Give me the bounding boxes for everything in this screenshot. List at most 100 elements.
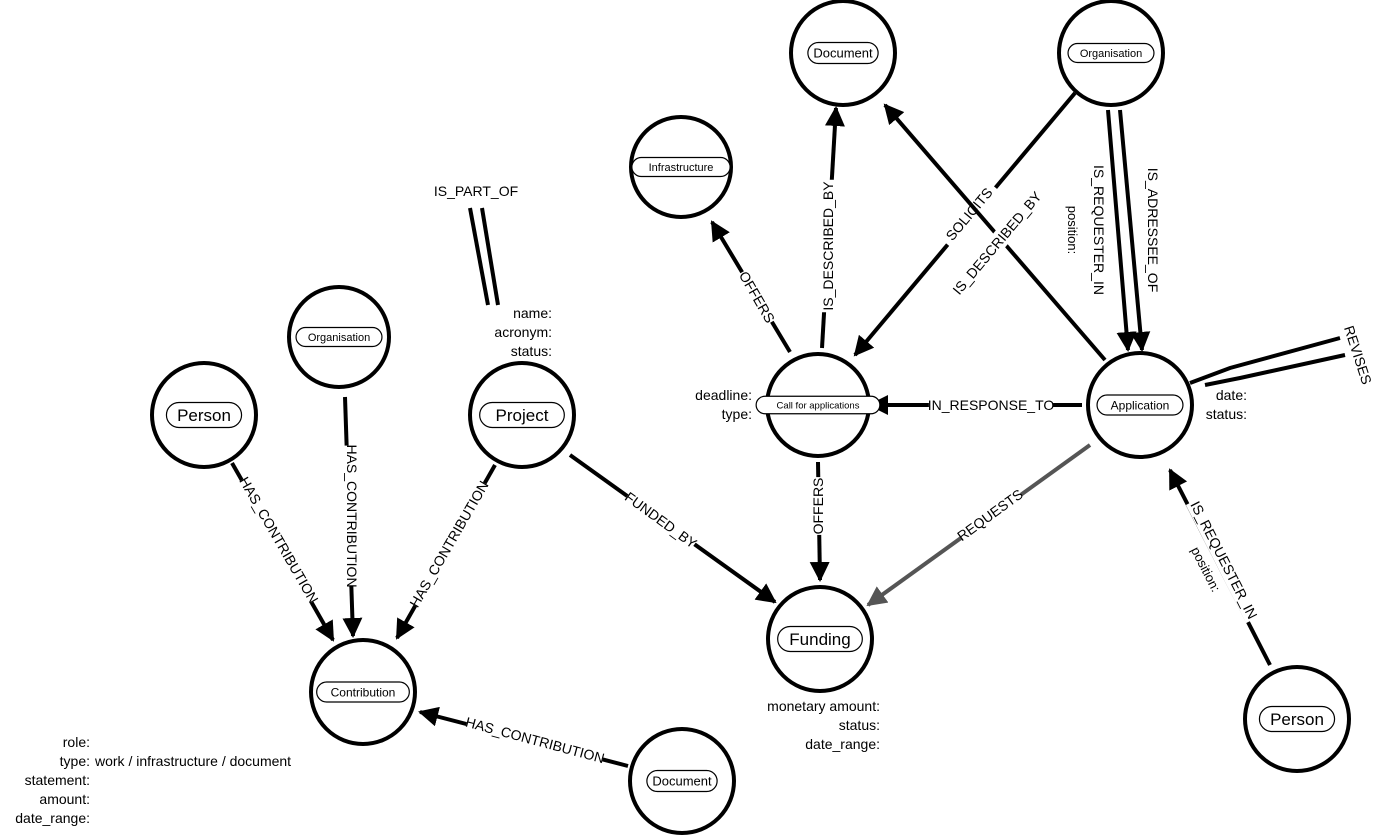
property-label: type: <box>60 753 90 769</box>
edge-label-bg <box>1185 496 1263 624</box>
edge-in-response-to[interactable]: IN_RESPONSE_TO <box>868 395 1082 415</box>
node-label-pill <box>1096 394 1184 416</box>
edge-label-bg <box>809 477 827 535</box>
node-label: Infrastructure <box>649 162 714 174</box>
property-label: date: <box>1216 387 1247 403</box>
edge-label-bg <box>622 488 700 552</box>
edge-label: HAS_CONTRIBUTION <box>236 474 321 606</box>
edge-label: IS_DESCRIBED_BY <box>820 181 836 311</box>
node-label-pill <box>479 401 565 429</box>
edge-property: position: <box>1065 206 1080 254</box>
edge-revises[interactable]: REVISES <box>1189 324 1375 387</box>
node-label: Contribution <box>331 685 396 699</box>
node-person-right[interactable]: Person <box>1243 665 1351 773</box>
properties-funding: monetary amount: status: date_range: <box>767 698 880 752</box>
edge-label-bg <box>938 179 1000 249</box>
node-label-pill <box>1258 705 1336 733</box>
edge-label: OFFERS <box>736 268 778 325</box>
edge-label-bg <box>406 478 492 610</box>
edge-is-described-by[interactable]: IS_DESCRIBED_BY <box>819 106 845 349</box>
node-project[interactable]: Project <box>468 361 576 469</box>
edge-label: IS_REQUESTER_IN <box>1091 165 1107 295</box>
properties-call: deadline: type: <box>695 387 752 422</box>
edge-label-bg <box>819 179 837 313</box>
edge-label-bg <box>464 713 606 767</box>
node-person-left[interactable]: Person <box>150 361 258 469</box>
node-label-pill <box>807 41 879 65</box>
edge-line <box>1118 109 1151 352</box>
edge-label: REQUESTS <box>954 486 1026 544</box>
node-organisation-top[interactable]: Organisation <box>1057 0 1165 107</box>
edge-has-contribution[interactable]: HAS_CONTRIBUTION <box>342 396 363 638</box>
edge-label-bg <box>1144 167 1162 293</box>
edge-is-adressee-of[interactable]: IS_ADRESSEE_OF <box>1118 109 1162 352</box>
property-label: status: <box>1206 406 1247 422</box>
edge-is-requester-in[interactable]: IS_REQUESTER_IN position: <box>1065 109 1137 352</box>
properties-application: date: status: <box>1206 387 1247 422</box>
node-label-pill <box>316 681 410 703</box>
property-label: date_range: <box>15 810 90 826</box>
property-value: work / infrastructure / document <box>94 753 291 769</box>
edge-label-bg <box>236 474 322 606</box>
edge-label-bg <box>1090 163 1108 297</box>
node-funding[interactable]: Funding <box>766 585 874 693</box>
edge-label: OFFERS <box>810 478 826 535</box>
property-label: monetary amount: <box>767 698 880 714</box>
edge-label: IS_PART_OF <box>434 183 518 199</box>
node-label-pill <box>646 769 718 793</box>
properties-project: name:acronym:status: <box>494 305 552 359</box>
edge-funded-by[interactable]: FUNDED_BY <box>568 453 777 604</box>
node-label-pill <box>165 401 243 429</box>
edge-label-bg <box>734 267 780 327</box>
node-label: Project <box>496 406 549 425</box>
edge-label: HAS_CONTRIBUTION <box>464 714 606 766</box>
node-label-pill <box>1067 42 1155 64</box>
node-label: Call for applications <box>777 400 860 411</box>
node-label: Funding <box>789 630 850 649</box>
property-label: acronym: <box>494 324 552 340</box>
property-label: role: <box>63 734 90 750</box>
node-label-pill <box>755 395 881 415</box>
edge-offers[interactable]: OFFERS <box>710 220 792 354</box>
edge-label: HAS_CONTRIBUTION <box>406 478 491 610</box>
edge-has-contribution[interactable]: HAS_CONTRIBUTION <box>395 464 497 640</box>
node-infrastructure[interactable]: Infrastructure <box>629 115 733 219</box>
node-organisation-left[interactable]: Organisation <box>287 285 391 389</box>
edge-label-bg <box>928 396 1054 414</box>
edge-label: HAS_CONTRIBUTION <box>344 444 360 587</box>
edge-label: FUNDED_BY <box>622 489 701 552</box>
edge-offers[interactable]: OFFERS <box>809 461 830 582</box>
edge-label: REVISES <box>1341 324 1375 387</box>
node-label: Application <box>1111 398 1170 412</box>
node-label-pill <box>631 156 731 178</box>
node-label: Document <box>652 774 712 789</box>
node-application[interactable]: Application <box>1086 351 1194 459</box>
node-label-pill <box>777 625 863 653</box>
node-contribution[interactable]: Contribution <box>309 638 417 746</box>
node-label: Organisation <box>1080 48 1142 60</box>
edge-label: IN_RESPONSE_TO <box>928 397 1055 413</box>
property-label: amount: <box>39 791 90 807</box>
property-label: deadline: <box>695 387 752 403</box>
property-label: status: <box>511 343 552 359</box>
properties-contribution: role: type: statement: amount: date_range: wo… <box>15 734 291 826</box>
edge-label-bg <box>343 445 361 587</box>
property-label: statement: <box>25 772 90 788</box>
property-label: type: <box>722 406 752 422</box>
edge-requests[interactable]: REQUESTS <box>866 443 1092 607</box>
edge-is-part-of[interactable]: IS_PART_OF <box>434 183 518 306</box>
edge-solicits[interactable]: SOLICITS <box>853 91 1077 357</box>
node-document-bottom[interactable]: Document <box>628 727 736 835</box>
node-label-pill <box>295 326 383 348</box>
edge-has-contribution[interactable]: HAS_CONTRIBUTION <box>230 462 335 642</box>
node-call[interactable]: Call for applications <box>755 352 881 458</box>
edge-has-contribution[interactable]: HAS_CONTRIBUTION <box>418 706 629 768</box>
node-label: Organisation <box>308 332 370 344</box>
node-document-top[interactable]: Document <box>789 0 897 107</box>
node-label: Person <box>177 406 231 425</box>
property-label: status: <box>839 717 880 733</box>
edge-line <box>1106 109 1137 352</box>
property-label: date_range: <box>805 736 880 752</box>
